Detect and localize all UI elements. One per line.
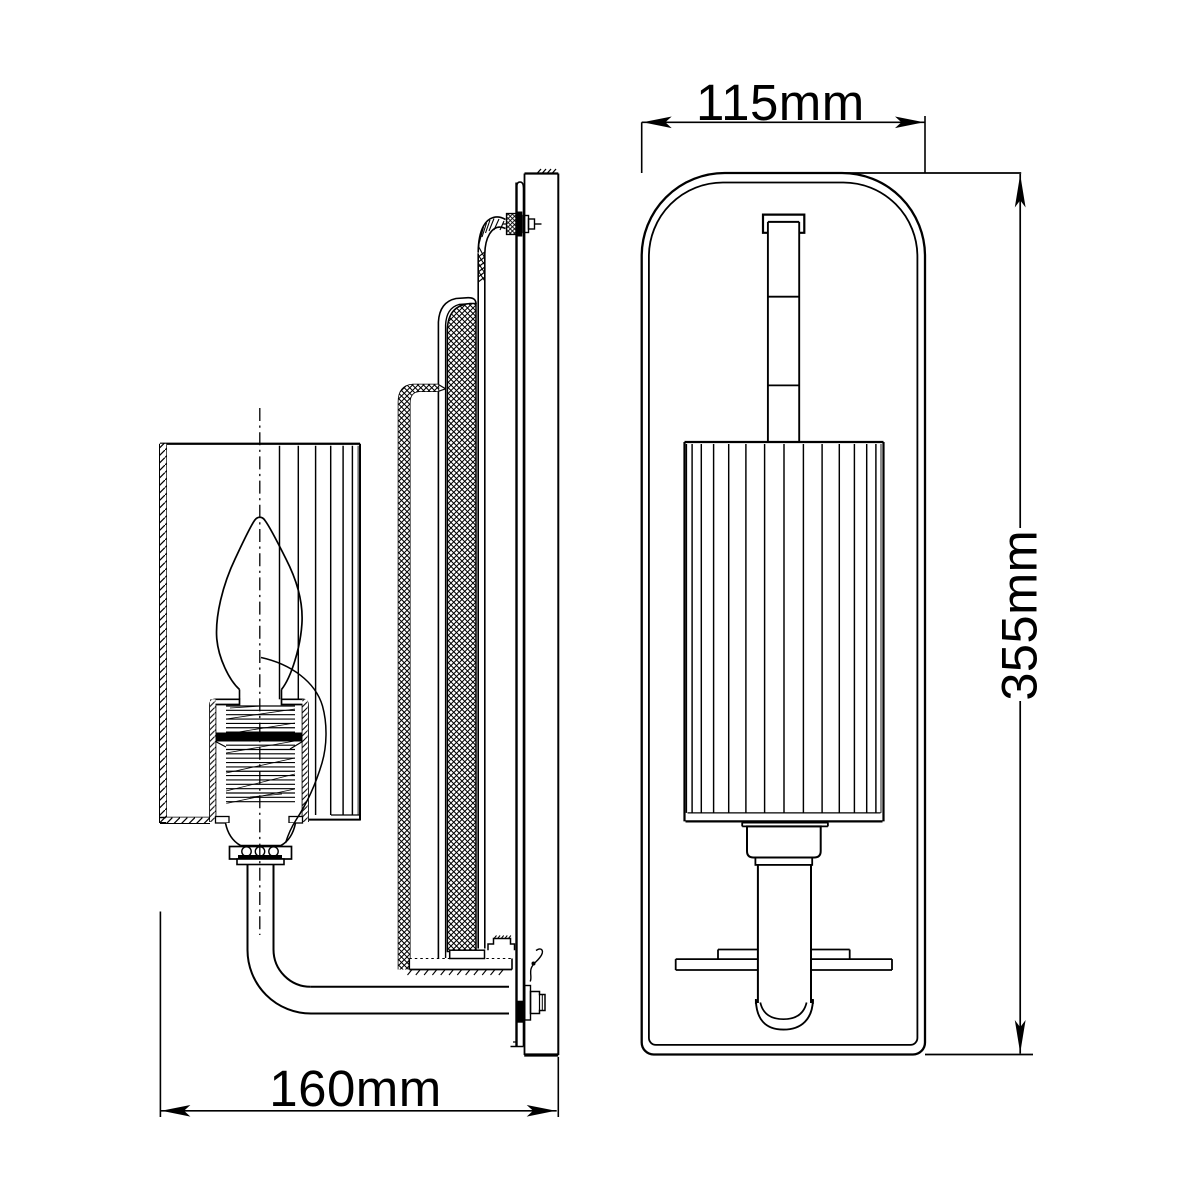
svg-text:115mm: 115mm [696, 74, 865, 131]
svg-text:355mm: 355mm [990, 530, 1047, 701]
svg-text:160mm: 160mm [269, 1060, 442, 1117]
